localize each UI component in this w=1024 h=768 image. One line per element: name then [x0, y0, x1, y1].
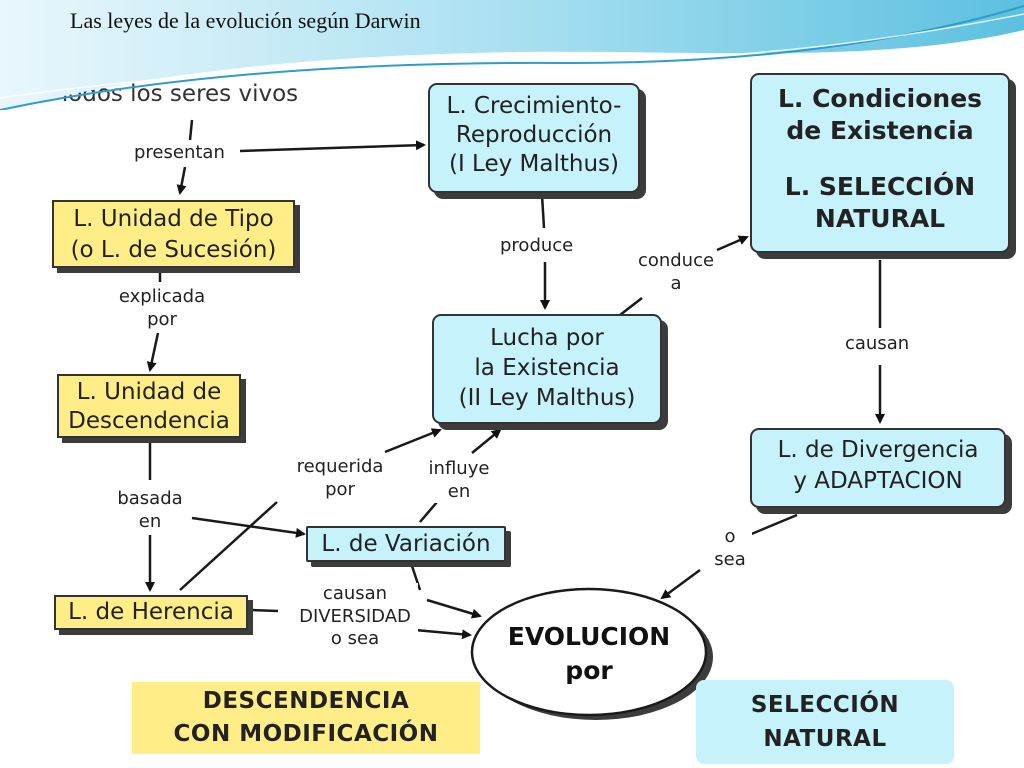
- link-label-o-sea-line-1: o: [724, 526, 736, 547]
- node-unidad-tipo-line-2: (o L. de Sucesión): [70, 237, 277, 263]
- node-herencia-text: L. de Herencia: [68, 599, 234, 625]
- link-label-causan-diversidad: causan DIVERSIDAD o sea: [292, 583, 418, 651]
- edge-explicada-unidad-desc: [146, 332, 160, 372]
- edge-requerida-lucha: [384, 428, 442, 454]
- node-unidad-desc-line-1: L. Unidad de: [76, 379, 222, 405]
- edge-crecimiento-produce: [540, 194, 546, 229]
- edge-variacion-evolucion: [410, 565, 422, 591]
- link-label-influye-line-2: en: [447, 480, 471, 502]
- link-label-basada-en: basada en: [110, 488, 190, 533]
- node-sel-nat-line-1: SELECCIÓN: [750, 692, 900, 718]
- link-label-influye-en: influye en: [424, 458, 494, 503]
- node-lucha-existencia: Lucha por la Existencia (II Ley Malthus): [432, 314, 662, 424]
- node-evolucion-line-1: EVOLUCION: [507, 622, 671, 651]
- link-label-explicada-line-1: explicada: [118, 286, 206, 307]
- link-label-diversidad-line-3: o sea: [330, 628, 380, 649]
- link-label-basada-line-2: en: [138, 510, 162, 532]
- connector-layer: [145, 119, 885, 720]
- edge-variacion-evolucion-2: [426, 598, 482, 619]
- node-crecimiento-reproduccion: L. Crecimiento- Reproducción (I Ley Malt…: [428, 83, 640, 193]
- link-label-explicada-line-2: por: [147, 308, 177, 330]
- node-desc-mod-line-1: DESCENDENCIA: [202, 688, 410, 714]
- node-herencia: L. de Herencia: [54, 595, 248, 630]
- node-evolucion-text: EVOLUCION por: [482, 620, 696, 688]
- node-divergencia-line-2: y ADAPTACION: [793, 468, 963, 494]
- node-crecimiento-line-2: Reproducción: [455, 122, 613, 148]
- link-label-conduce-a: conduce a: [636, 250, 716, 295]
- link-label-diversidad-line-1: causan: [322, 583, 388, 604]
- edge-lucha-conduce: [619, 297, 643, 316]
- node-divergencia-line-1: L. de Divergencia: [777, 437, 979, 463]
- node-unidad-tipo: L. Unidad de Tipo (o L. de Sucesión): [52, 200, 295, 268]
- node-condiciones-line-4: NATURAL: [814, 204, 946, 233]
- node-descendencia-modificacion: DESCENDENCIA CON MODIFICACIÓN: [132, 682, 480, 754]
- link-label-requerida-line-2: por: [325, 478, 355, 500]
- link-label-diversidad-line-2: DIVERSIDAD: [299, 605, 411, 627]
- edge-influye-lucha: [471, 428, 502, 454]
- node-unidad-desc-line-2: Descendencia: [68, 408, 230, 434]
- node-condiciones-line-3: L. SELECCIÓN: [784, 172, 976, 201]
- link-label-causan: causan: [845, 333, 910, 356]
- edge-presentan-crecimiento: [239, 140, 426, 153]
- node-lucha-line-1: Lucha por: [490, 325, 604, 351]
- node-evolucion-ellipse: [470, 587, 708, 717]
- edge-presentan-unidad-tipo: [176, 166, 187, 195]
- node-lucha-line-2: la Existencia: [474, 355, 620, 381]
- node-divergencia-adaptacion: L. de Divergencia y ADAPTACION: [750, 428, 1006, 508]
- node-evolucion-line-2: por: [565, 656, 613, 685]
- node-unidad-descendencia: L. Unidad de Descendencia: [57, 374, 241, 438]
- edge-herencia-requerida: [179, 501, 278, 591]
- edge-osea-evolucion: [660, 568, 701, 600]
- link-label-o-sea: o sea: [708, 526, 752, 571]
- header-wave: [0, 0, 1024, 110]
- link-label-requerida-por: requerida por: [288, 456, 392, 501]
- link-label-conduce-line-1: conduce: [637, 250, 715, 271]
- node-crecimiento-line-1: L. Crecimiento-: [446, 93, 622, 119]
- node-seleccion-natural: SELECCIÓN NATURAL: [696, 680, 954, 764]
- edge-variacion-influye: [419, 501, 438, 523]
- node-unidad-tipo-line-1: L. Unidad de Tipo: [73, 206, 274, 232]
- link-label-produce: produce: [500, 235, 574, 258]
- node-condiciones-existencia: L. Condiciones de Existencia L. SELECCIÓ…: [750, 73, 1010, 253]
- edge-herencia-causan: [251, 608, 279, 613]
- edge-causan-evolucion: [414, 628, 472, 640]
- link-label-influye-line-1: influye: [428, 458, 490, 479]
- edge-basada-variacion: [191, 516, 306, 538]
- node-lucha-line-3: (II Ley Malthus): [458, 385, 636, 411]
- link-label-o-sea-line-2: sea: [714, 548, 746, 570]
- link-label-basada-line-1: basada: [117, 488, 183, 509]
- node-desc-mod-line-2: CON MODIFICACIÓN: [173, 721, 439, 747]
- link-label-requerida-line-1: requerida: [296, 456, 384, 477]
- node-condiciones-line-1: L. Condiciones: [777, 84, 983, 113]
- slide-title: Las leyes de la evolución según Darwin: [70, 8, 421, 33]
- node-variacion-text: L. de Variación: [321, 531, 491, 557]
- edge-root-presentan: [188, 119, 194, 141]
- node-variacion: L. de Variación: [306, 526, 506, 562]
- node-sel-nat-line-2: NATURAL: [763, 726, 887, 752]
- edge-conduce-condiciones: [716, 235, 749, 252]
- concept-map: Todos los seres vivos L. Crecimiento- Re…: [52, 70, 1024, 768]
- node-crecimiento-line-3: (I Ley Malthus): [448, 151, 619, 177]
- link-label-conduce-line-2: a: [670, 272, 682, 294]
- node-condiciones-line-2: de Existencia: [786, 116, 974, 145]
- link-label-explicada-por: explicada por: [112, 286, 212, 331]
- link-label-presentan: presentan: [134, 142, 225, 165]
